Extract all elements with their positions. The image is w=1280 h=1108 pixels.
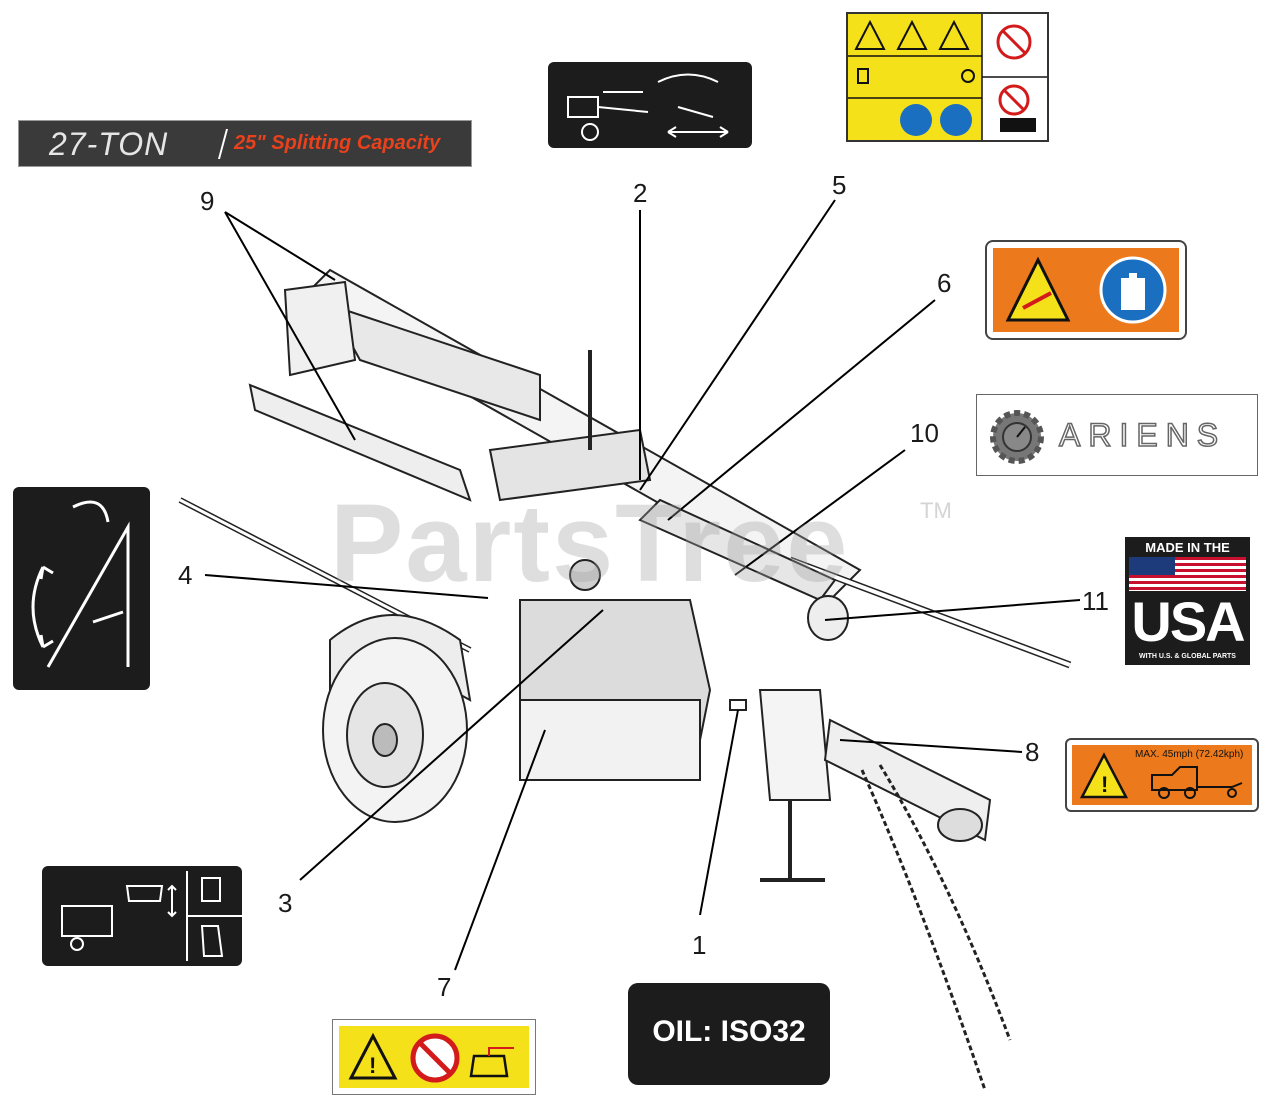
callout-6: 6 bbox=[937, 268, 952, 298]
hand-lever-icon bbox=[201, 877, 221, 902]
oil-spec-text: OIL: ISO32 bbox=[652, 1015, 806, 1048]
safety-warning-decal bbox=[846, 12, 1049, 142]
callout-3: 3 bbox=[278, 888, 293, 918]
oil-spec-decal: OIL: ISO32 bbox=[628, 983, 830, 1085]
hand-grip-icon bbox=[200, 925, 224, 957]
warning-icon bbox=[1079, 752, 1129, 799]
ariens-brand-decal: ARIENS bbox=[976, 394, 1258, 476]
callout-9: 9 bbox=[200, 186, 215, 216]
fuel-can-icon bbox=[469, 1054, 509, 1078]
hearing-protection-icon bbox=[940, 104, 972, 136]
warning-icon bbox=[854, 19, 886, 50]
fuel-warning-decal: ! bbox=[332, 1019, 536, 1095]
no-riding-icon bbox=[996, 24, 1032, 60]
rotate-arrow-icon bbox=[657, 73, 719, 83]
callout-1: 1 bbox=[692, 930, 707, 960]
callout-4: 4 bbox=[178, 560, 193, 590]
usa-line3: WITH U.S. & GLOBAL PARTS bbox=[1139, 653, 1236, 660]
crush-hazard-icon bbox=[896, 19, 928, 50]
callout-7: 7 bbox=[437, 972, 452, 1002]
watermark-tm: TM bbox=[920, 498, 952, 523]
tow-speed-text: MAX. 45mph (72.42kph) bbox=[1135, 749, 1244, 760]
callout-11: 11 bbox=[1082, 586, 1109, 616]
no-towing-passenger-icon bbox=[998, 84, 1030, 116]
usa-line1: MADE IN THE bbox=[1145, 540, 1230, 555]
lever-position-decal bbox=[13, 487, 150, 690]
towing-speed-decal: ! MAX. 45mph (72.42kph) bbox=[1065, 738, 1259, 812]
warning-icon bbox=[348, 1032, 398, 1080]
gloves-warning-decal bbox=[985, 240, 1187, 340]
usa-line2: USA bbox=[1131, 590, 1245, 653]
log-position-decal bbox=[548, 62, 752, 148]
eye-protection-icon bbox=[900, 104, 932, 136]
brand-text: ARIENS bbox=[1058, 416, 1227, 454]
rotate-arrow-icon bbox=[31, 566, 45, 648]
truck-trailer-icon bbox=[1151, 766, 1243, 799]
capacity-text: 25" Splitting Capacity bbox=[234, 132, 441, 154]
divider bbox=[217, 129, 229, 159]
callout-8: 8 bbox=[1025, 737, 1040, 767]
engine-icon bbox=[61, 905, 113, 937]
callout-5: 5 bbox=[832, 170, 847, 200]
callout-2: 2 bbox=[633, 178, 648, 208]
callout-10: 10 bbox=[910, 418, 939, 448]
pinch-hazard-icon bbox=[938, 19, 970, 50]
ton-capacity-decal: 27-TON 25" Splitting Capacity bbox=[18, 120, 472, 167]
us-flag-icon bbox=[1129, 557, 1246, 591]
hand-crush-warning-icon bbox=[1005, 256, 1071, 322]
svg-text:!: ! bbox=[369, 1053, 376, 1078]
engine-operation-decal bbox=[42, 866, 242, 966]
splitter-icon bbox=[567, 96, 599, 118]
fuel-tank-icon bbox=[125, 885, 164, 902]
lever-icon bbox=[46, 521, 130, 668]
ton-text: 27-TON bbox=[49, 126, 169, 162]
svg-text:!: ! bbox=[1101, 772, 1108, 797]
watermark: PartsTree bbox=[330, 482, 850, 605]
made-in-usa-decal: MADE IN THE USA WITH U.S. & GLOBAL PARTS bbox=[1125, 537, 1250, 665]
